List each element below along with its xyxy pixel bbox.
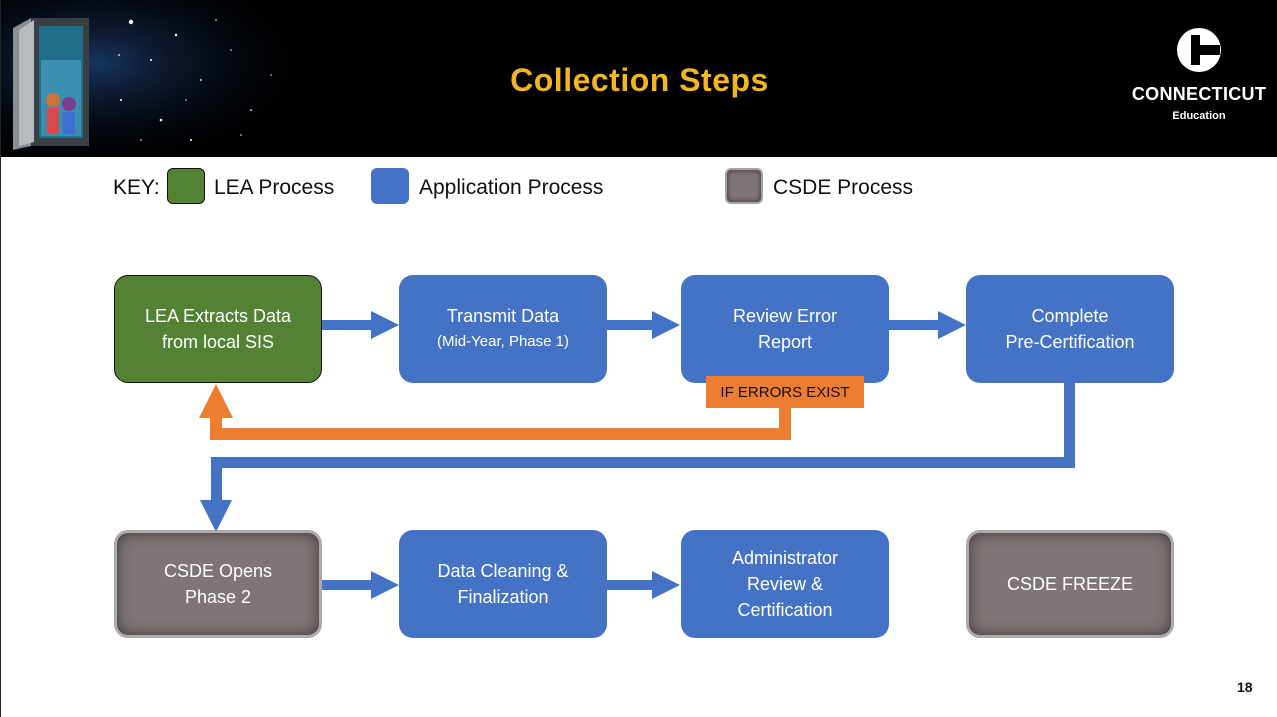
step-administrator-review-certification: Administrator Review & Certification bbox=[681, 530, 889, 638]
key-prefix: KEY: bbox=[113, 176, 160, 199]
step-review-error-line2: Report bbox=[757, 332, 813, 352]
step-transmit-line1: Transmit Data bbox=[446, 306, 560, 326]
arrow-error-loop bbox=[199, 384, 791, 440]
key-label-csde: CSDE Process bbox=[773, 176, 914, 199]
step-admin-line1: Administrator bbox=[731, 548, 839, 568]
step-pre-cert-line2: Pre-Certification bbox=[1005, 332, 1135, 352]
step-csde-opens-line2: Phase 2 bbox=[184, 587, 252, 607]
arrow-precert-to-csde-opens bbox=[200, 383, 1075, 532]
step-admin-line3: Certification bbox=[737, 600, 833, 620]
page-title: Collection Steps bbox=[510, 62, 769, 98]
step-csde-opens-line1: CSDE Opens bbox=[163, 561, 273, 581]
step-csde-freeze: CSDE FREEZE bbox=[966, 530, 1174, 638]
step-lea-extracts-line1: LEA Extracts Data bbox=[144, 306, 292, 326]
arrow-review-to-precert bbox=[888, 311, 966, 339]
step-review-error-report: Review Error Report bbox=[681, 275, 889, 383]
step-cleaning-line2: Finalization bbox=[457, 587, 549, 607]
logo-name: CONNECTICUT bbox=[1131, 84, 1267, 104]
step-review-error-line1: Review Error bbox=[732, 306, 838, 326]
step-transmit-data: Transmit Data (Mid-Year, Phase 1) bbox=[399, 275, 607, 383]
page-number: 18 bbox=[1237, 679, 1253, 695]
if-errors-exist-label: IF ERRORS EXIST bbox=[706, 376, 864, 408]
step-data-cleaning-finalization: Data Cleaning & Finalization bbox=[399, 530, 607, 638]
header-banner: Collection Steps CONNECTICUT Education bbox=[1, 0, 1277, 157]
logo-subtitle: Education bbox=[1172, 110, 1226, 122]
logo-mark-icon bbox=[1177, 28, 1221, 72]
key-swatch-csde bbox=[725, 168, 763, 204]
key-label-application: Application Process bbox=[419, 176, 604, 199]
open-door-icon bbox=[13, 18, 89, 150]
key-swatch-application bbox=[371, 168, 409, 204]
step-lea-extracts-data: LEA Extracts Data from local SIS bbox=[114, 275, 322, 383]
step-admin-line2: Review & bbox=[746, 574, 824, 594]
arrow-lea-to-transmit bbox=[321, 311, 399, 339]
step-pre-cert-line1: Complete bbox=[1031, 306, 1109, 326]
arrow-transmit-to-review bbox=[606, 311, 680, 339]
key-label-lea: LEA Process bbox=[214, 176, 335, 199]
step-complete-pre-certification: Complete Pre-Certification bbox=[966, 275, 1174, 383]
step-csde-opens-phase-2: CSDE Opens Phase 2 bbox=[114, 530, 322, 638]
step-freeze-line1: CSDE FREEZE bbox=[1006, 574, 1134, 594]
step-lea-extracts-line2: from local SIS bbox=[161, 332, 275, 352]
step-transmit-line2: (Mid-Year, Phase 1) bbox=[436, 333, 569, 350]
key-swatch-lea bbox=[167, 168, 205, 204]
arrow-csde-opens-to-cleaning bbox=[321, 571, 399, 599]
arrow-cleaning-to-admin bbox=[606, 571, 680, 599]
step-cleaning-line1: Data Cleaning & bbox=[437, 561, 569, 581]
connecticut-education-logo: CONNECTICUT Education bbox=[1129, 26, 1269, 136]
